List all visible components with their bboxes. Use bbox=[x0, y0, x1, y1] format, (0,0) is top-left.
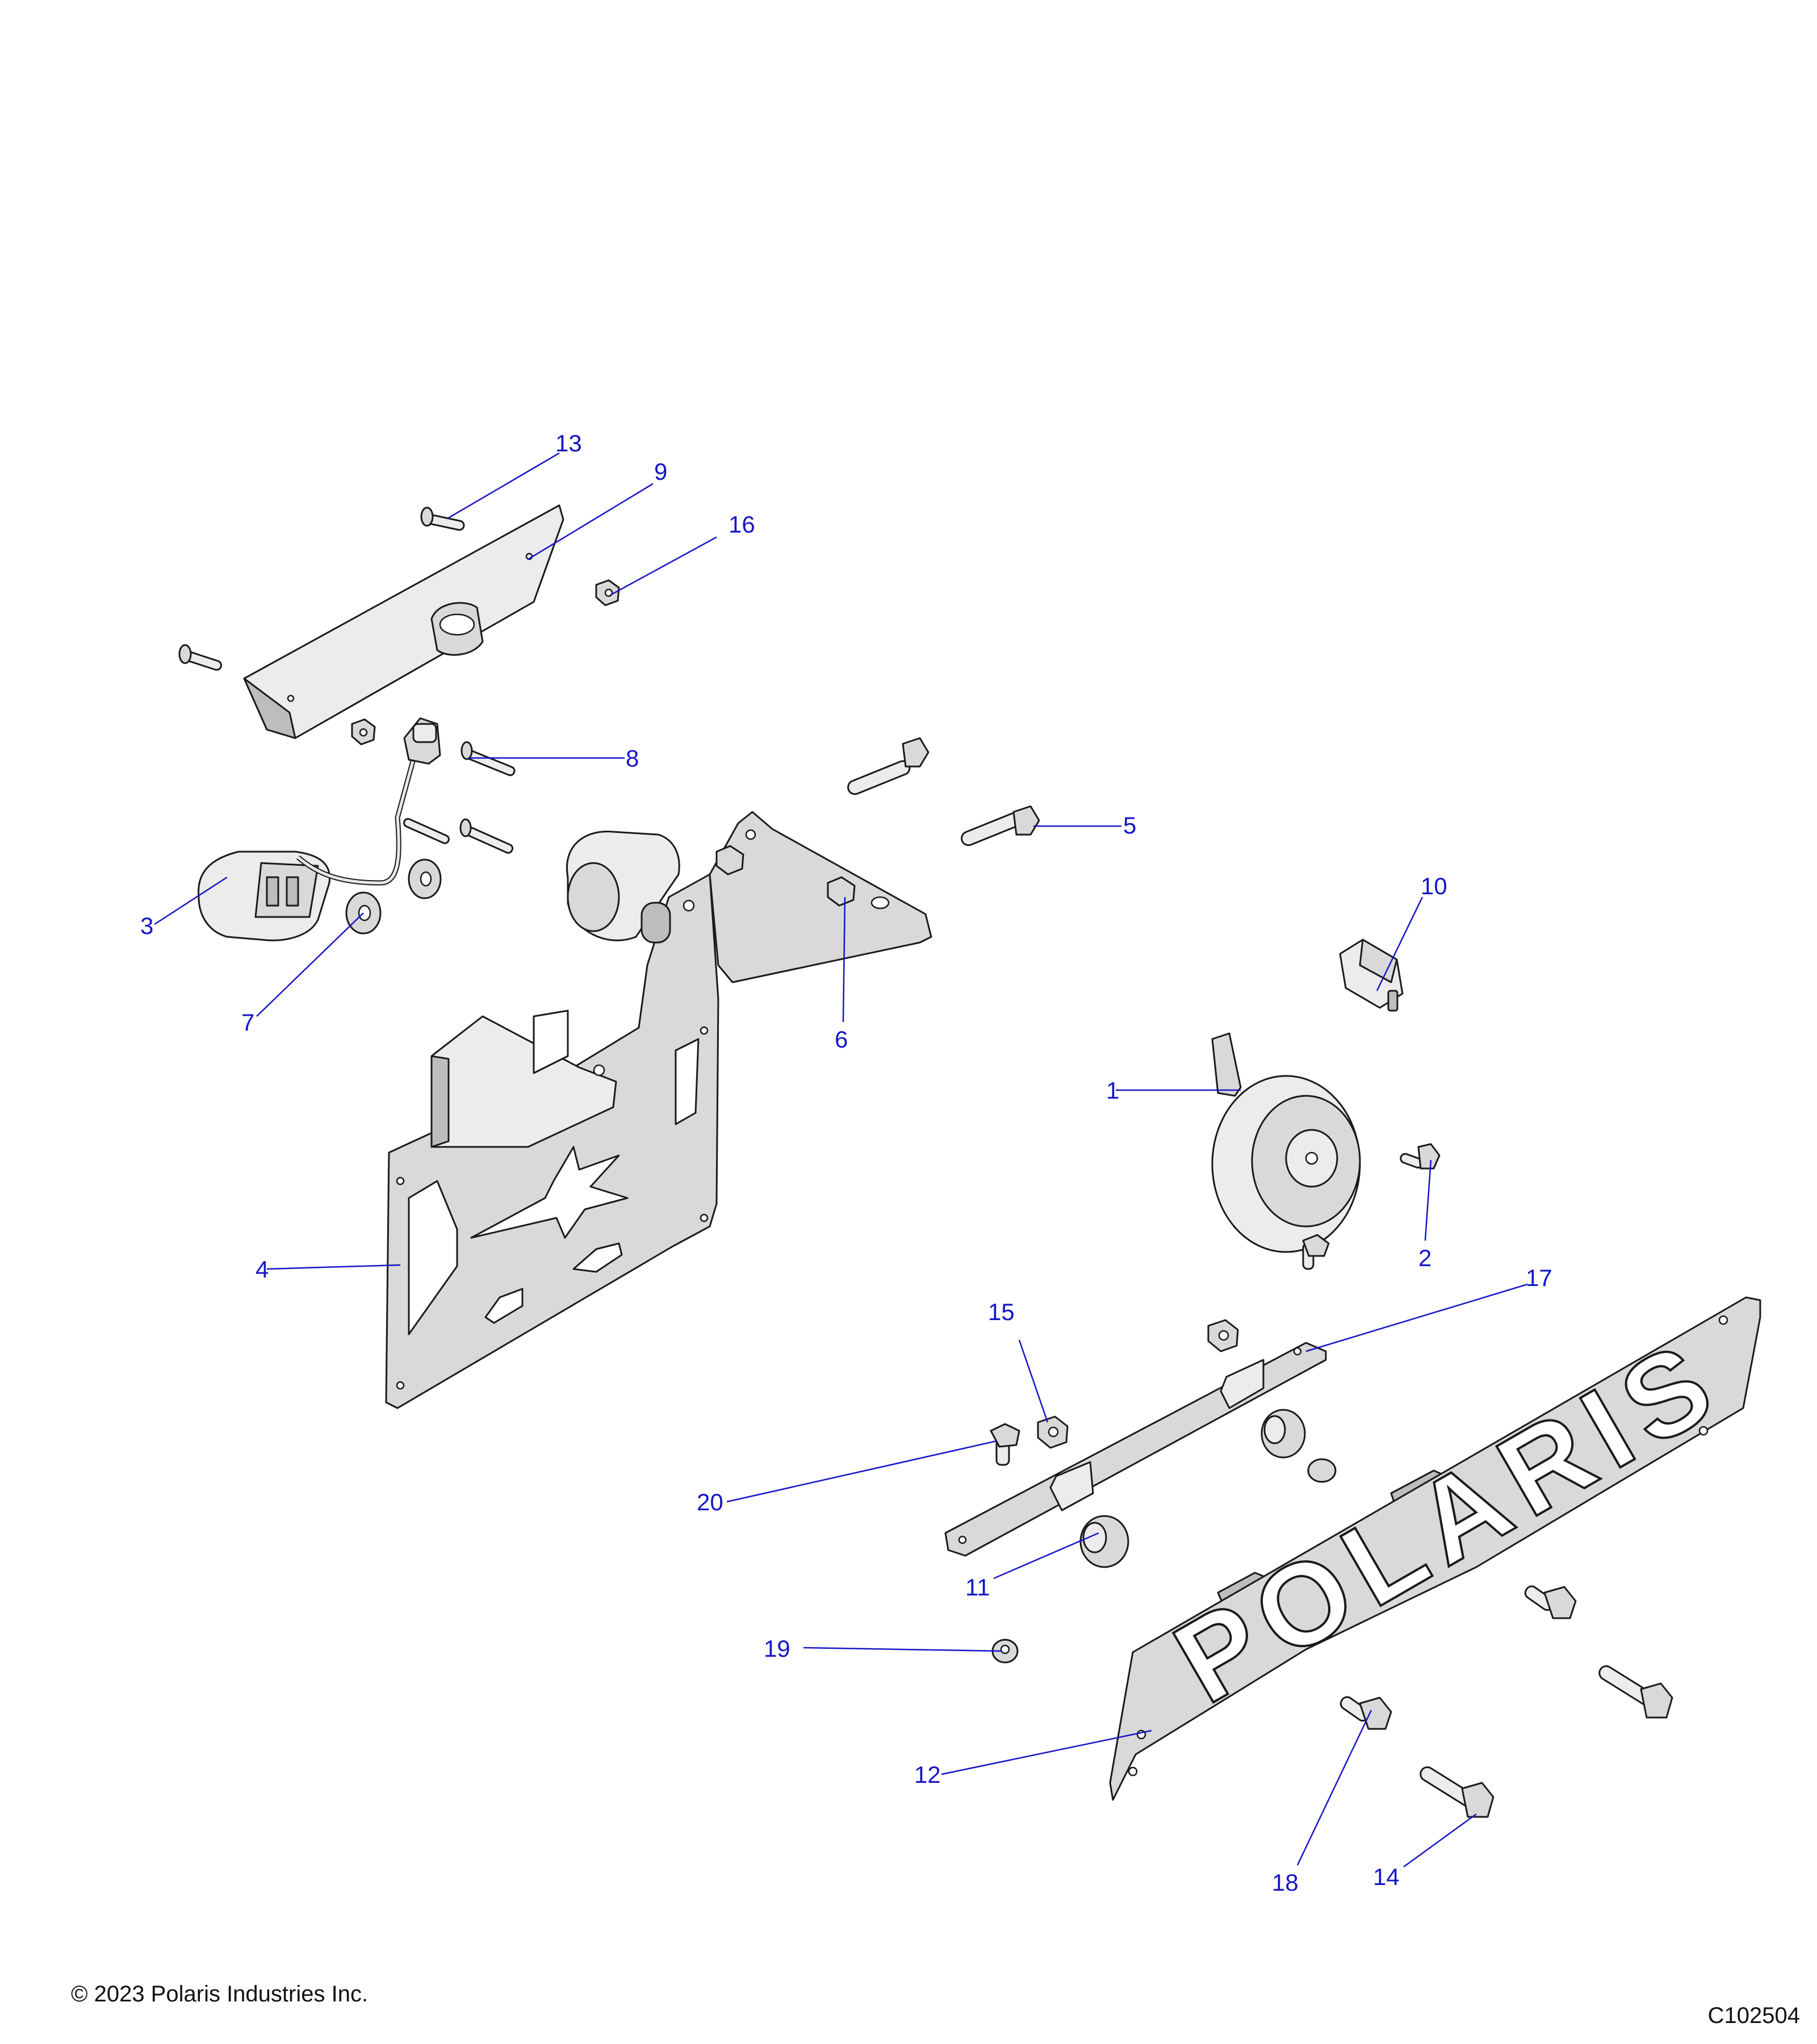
callout-6: 6 bbox=[835, 1026, 848, 1053]
copyright-notice: © 2023 Polaris Industries Inc. bbox=[71, 1982, 369, 2007]
plate-support-bar bbox=[944, 1342, 1327, 1557]
callout-3: 3 bbox=[140, 912, 153, 939]
callout-leaders bbox=[154, 452, 1528, 1868]
callout-14: 14 bbox=[1373, 1863, 1400, 1890]
bolt-18 bbox=[1339, 1696, 1392, 1730]
figure-id: C102504 bbox=[1707, 2003, 1800, 2028]
callout-2: 2 bbox=[1418, 1245, 1431, 1271]
nut-6 bbox=[827, 876, 856, 907]
callout-7: 7 bbox=[241, 1009, 254, 1036]
callout-1: 1 bbox=[1106, 1077, 1119, 1104]
nut-15-upper bbox=[1207, 1319, 1239, 1352]
grommet-11-upper bbox=[1261, 1409, 1306, 1459]
callout-12: 12 bbox=[914, 1761, 941, 1788]
callout-17: 17 bbox=[1526, 1264, 1552, 1291]
callout-19: 19 bbox=[764, 1635, 790, 1662]
callout-5: 5 bbox=[1123, 812, 1136, 839]
grommet-11 bbox=[1079, 1515, 1129, 1568]
bolt-2 bbox=[1400, 1143, 1441, 1170]
nut-16-lower bbox=[351, 718, 376, 745]
nut-16 bbox=[595, 579, 620, 606]
bolt-14-upper bbox=[1598, 1665, 1673, 1719]
license-light bbox=[198, 717, 441, 941]
mounting-cylinder bbox=[566, 830, 680, 944]
bolt-13-lower bbox=[178, 644, 222, 671]
upper-bracket-arm bbox=[709, 811, 932, 983]
bolt-8-lower bbox=[459, 818, 514, 854]
callout-13: 13 bbox=[555, 430, 582, 456]
bolt-8 bbox=[460, 741, 516, 776]
horn bbox=[1211, 1032, 1361, 1253]
callout-8: 8 bbox=[626, 745, 639, 772]
bolt-20 bbox=[990, 1423, 1020, 1466]
bolt-5-upper bbox=[847, 737, 930, 795]
callout-11: 11 bbox=[965, 1574, 990, 1601]
bolt-5 bbox=[961, 805, 1040, 847]
license-plate-bracket bbox=[385, 873, 719, 1409]
callout-15: 15 bbox=[988, 1299, 1015, 1325]
callout-16: 16 bbox=[729, 511, 755, 538]
nut-15 bbox=[1037, 1415, 1069, 1449]
callout-10: 10 bbox=[1421, 873, 1447, 899]
nut-6-upper bbox=[715, 845, 744, 876]
bolt-2-lower bbox=[1302, 1234, 1330, 1270]
tail-light-housing bbox=[243, 504, 564, 739]
bolt-18-upper bbox=[1524, 1585, 1577, 1619]
callout-18: 18 bbox=[1272, 1869, 1299, 1896]
nut-small bbox=[1307, 1458, 1337, 1483]
bolt-14 bbox=[1420, 1766, 1494, 1818]
callout-labels: 1 2 3 4 5 6 7 8 9 10 11 12 13 14 15 16 1… bbox=[140, 430, 1552, 1896]
horn-relay bbox=[1339, 939, 1404, 1012]
callout-4: 4 bbox=[256, 1256, 269, 1283]
polaris-license-plate: POLARIS bbox=[1109, 1296, 1761, 1801]
bolt-13-upper bbox=[420, 506, 465, 531]
spacer-7-upper bbox=[408, 858, 442, 899]
callout-20: 20 bbox=[697, 1489, 723, 1515]
callout-9: 9 bbox=[654, 458, 667, 485]
bolt-8-middle bbox=[403, 818, 450, 844]
